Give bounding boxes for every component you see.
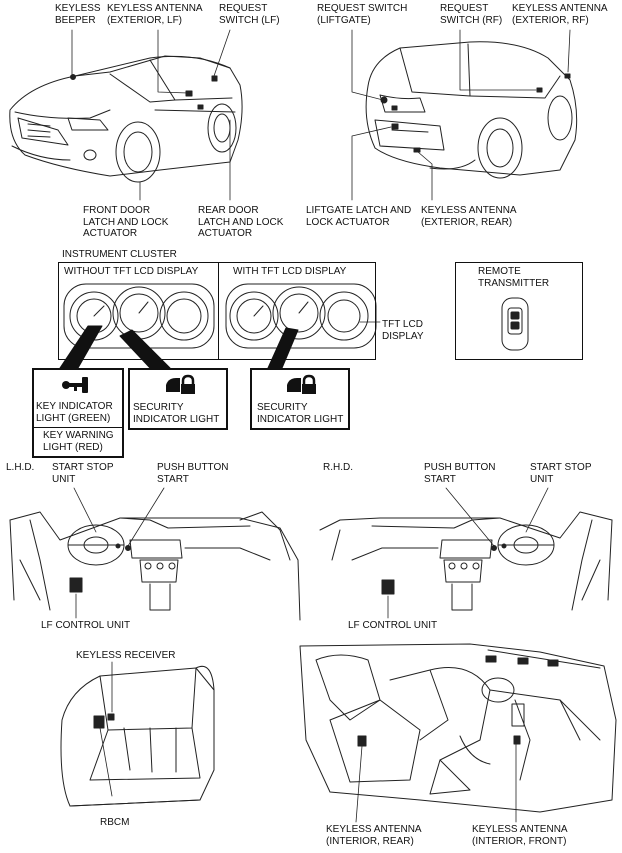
security-car-lock-icon-1 [166,374,195,394]
label-key-indicator: KEY INDICATOR LIGHT (GREEN) [36,401,113,424]
label-push-button-rhd: PUSH BUTTON START [424,462,496,485]
leader-lines-middle [73,487,549,619]
label-rbcm: RBCM [100,817,130,828]
label-antenna-exterior-lf: KEYLESS ANTENNA (EXTERIOR, LF) [107,3,203,26]
label-push-button-lhd: PUSH BUTTON START [157,462,229,485]
label-antenna-exterior-rear: KEYLESS ANTENNA (EXTERIOR, REAR) [421,205,517,228]
label-start-stop-rhd: START STOP UNIT [530,462,592,485]
security-car-lock-icon-2 [287,374,316,394]
cluster-frame [58,262,376,360]
label-antenna-interior-front: KEYLESS ANTENNA (INTERIOR, FRONT) [472,824,568,847]
label-start-stop-lhd: START STOP UNIT [52,462,114,485]
label-without-tft: WITHOUT TFT LCD DISPLAY [64,266,199,277]
label-keyless-receiver: KEYLESS RECEIVER [76,650,176,661]
label-remote-transmitter: REMOTE TRANSMITTER [478,266,550,289]
key-box-divider [32,427,124,428]
label-security-indicator-1: SECURITY INDICATOR LIGHT [133,402,220,425]
key-icon [62,377,88,393]
label-antenna-interior-rear: KEYLESS ANTENNA (INTERIOR, REAR) [326,824,422,847]
label-keyless-beeper: KEYLESS BEEPER [55,3,101,26]
label-security-indicator-2: SECURITY INDICATOR LIGHT [257,402,344,425]
dashboard-rhd-art [319,511,613,611]
label-lf-control-rhd: LF CONTROL UNIT [348,620,438,631]
label-antenna-exterior-rf: KEYLESS ANTENNA (EXTERIOR, RF) [512,3,608,26]
dashboard-lhd-art [9,511,301,621]
label-instrument-cluster: INSTRUMENT CLUSTER [62,249,177,260]
vehicle-rear-view [365,41,578,179]
label-lf-control-lhd: LF CONTROL UNIT [41,620,131,631]
label-front-door-latch: FRONT DOOR LATCH AND LOCK ACTUATOR [83,205,169,239]
label-rhd: R.H.D. [323,462,353,473]
interior-art [299,643,617,813]
cluster-divider [218,262,219,360]
remote-transmitter-art [501,297,529,351]
leader-lines-interior [355,743,517,823]
label-tft-display: TFT LCD DISPLAY [382,319,424,342]
vehicle-front-view [9,55,243,183]
remote-frame [455,262,583,360]
label-with-tft: WITH TFT LCD DISPLAY [233,266,347,277]
label-liftgate-latch: LIFTGATE LATCH AND LOCK ACTUATOR [306,205,412,228]
label-request-switch-rf: REQUEST SWITCH (RF) [440,3,503,26]
label-lhd: L.H.D. [6,462,35,473]
label-request-switch-liftgate: REQUEST SWITCH (LIFTGATE) [317,3,408,26]
leader-lines-top [71,29,571,201]
label-request-switch-lf: REQUEST SWITCH (LF) [219,3,280,26]
label-key-warning: KEY WARNING LIGHT (RED) [43,430,114,453]
label-rear-door-latch: REAR DOOR LATCH AND LOCK ACTUATOR [198,205,284,239]
leader-lines-cargo [99,661,113,797]
cargo-area-art [60,665,215,807]
